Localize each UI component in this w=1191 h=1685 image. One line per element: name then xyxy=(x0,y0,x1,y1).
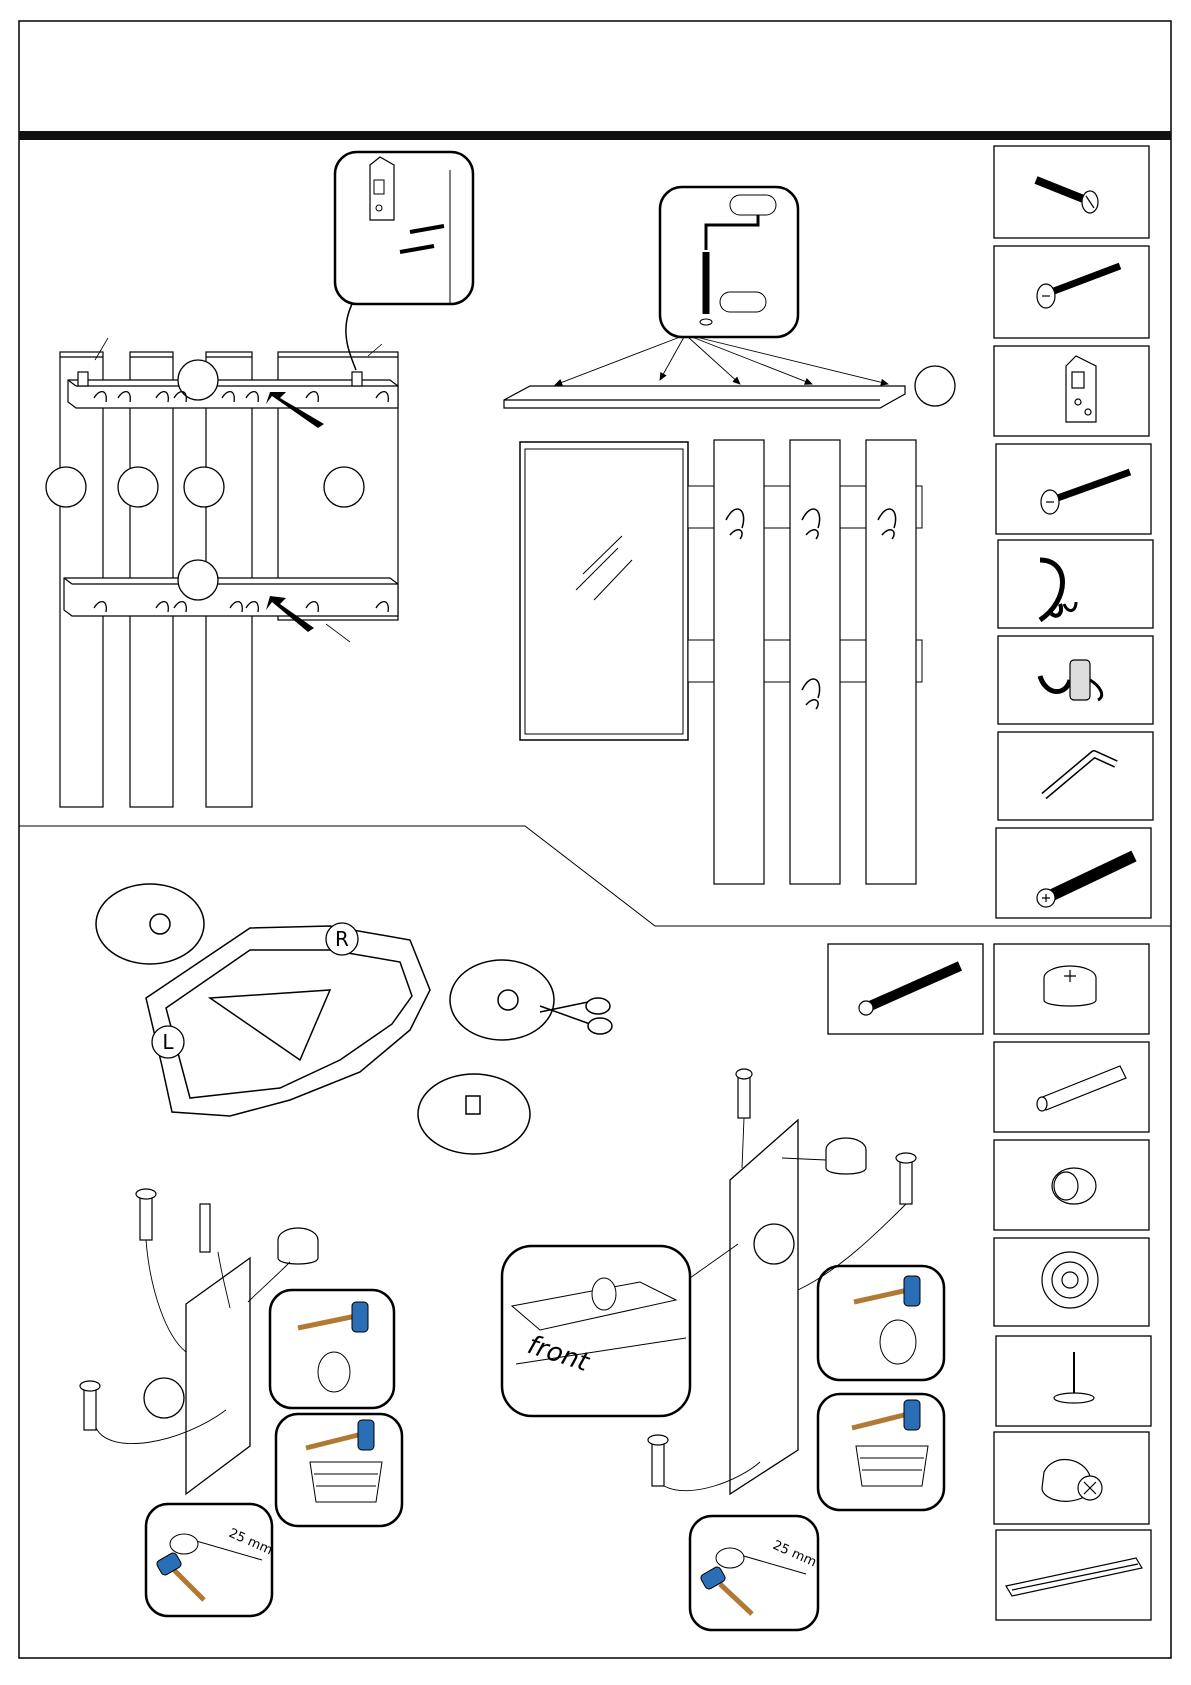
cam-lock-icon xyxy=(1044,966,1096,1006)
knob-icon xyxy=(1052,1168,1096,1204)
screw-detail-callout xyxy=(660,187,798,337)
hammer-callout-left-1 xyxy=(270,1290,394,1408)
leader-line xyxy=(326,624,350,642)
jig-letter-l: L xyxy=(162,1030,174,1054)
dimension-callout-right: 25 mm xyxy=(690,1516,819,1630)
side-panel-right xyxy=(730,1120,798,1494)
drilling-jig xyxy=(146,926,430,1116)
jig-letter-l-marker: L xyxy=(152,1026,184,1058)
part-circle-panel-left xyxy=(144,1378,184,1418)
hammer-callout-right-2 xyxy=(818,1394,944,1510)
side-panel-left xyxy=(186,1258,250,1494)
fan-arrows xyxy=(555,337,888,385)
rack-back-view xyxy=(60,352,398,807)
glide-cap-icon xyxy=(1042,1252,1098,1308)
hanging-bracket-icon xyxy=(1066,356,1096,422)
top-shelf xyxy=(504,386,905,408)
hammer-callout-left-2 xyxy=(276,1414,402,1526)
hammer-callout-right-1 xyxy=(818,1266,944,1380)
bracket-detail-callout xyxy=(335,152,473,304)
hook-boards xyxy=(714,440,916,884)
mirror xyxy=(520,442,688,740)
runner-callout: front xyxy=(502,1246,690,1416)
part-circle-panel-right xyxy=(754,1224,794,1264)
part-circle-shelf xyxy=(915,366,955,406)
jig-letter-r: R xyxy=(335,927,349,951)
jig-letter-r-marker: R xyxy=(326,923,358,955)
header-bar xyxy=(19,131,1171,140)
dimension-callout-left: 25 mm xyxy=(146,1504,275,1616)
